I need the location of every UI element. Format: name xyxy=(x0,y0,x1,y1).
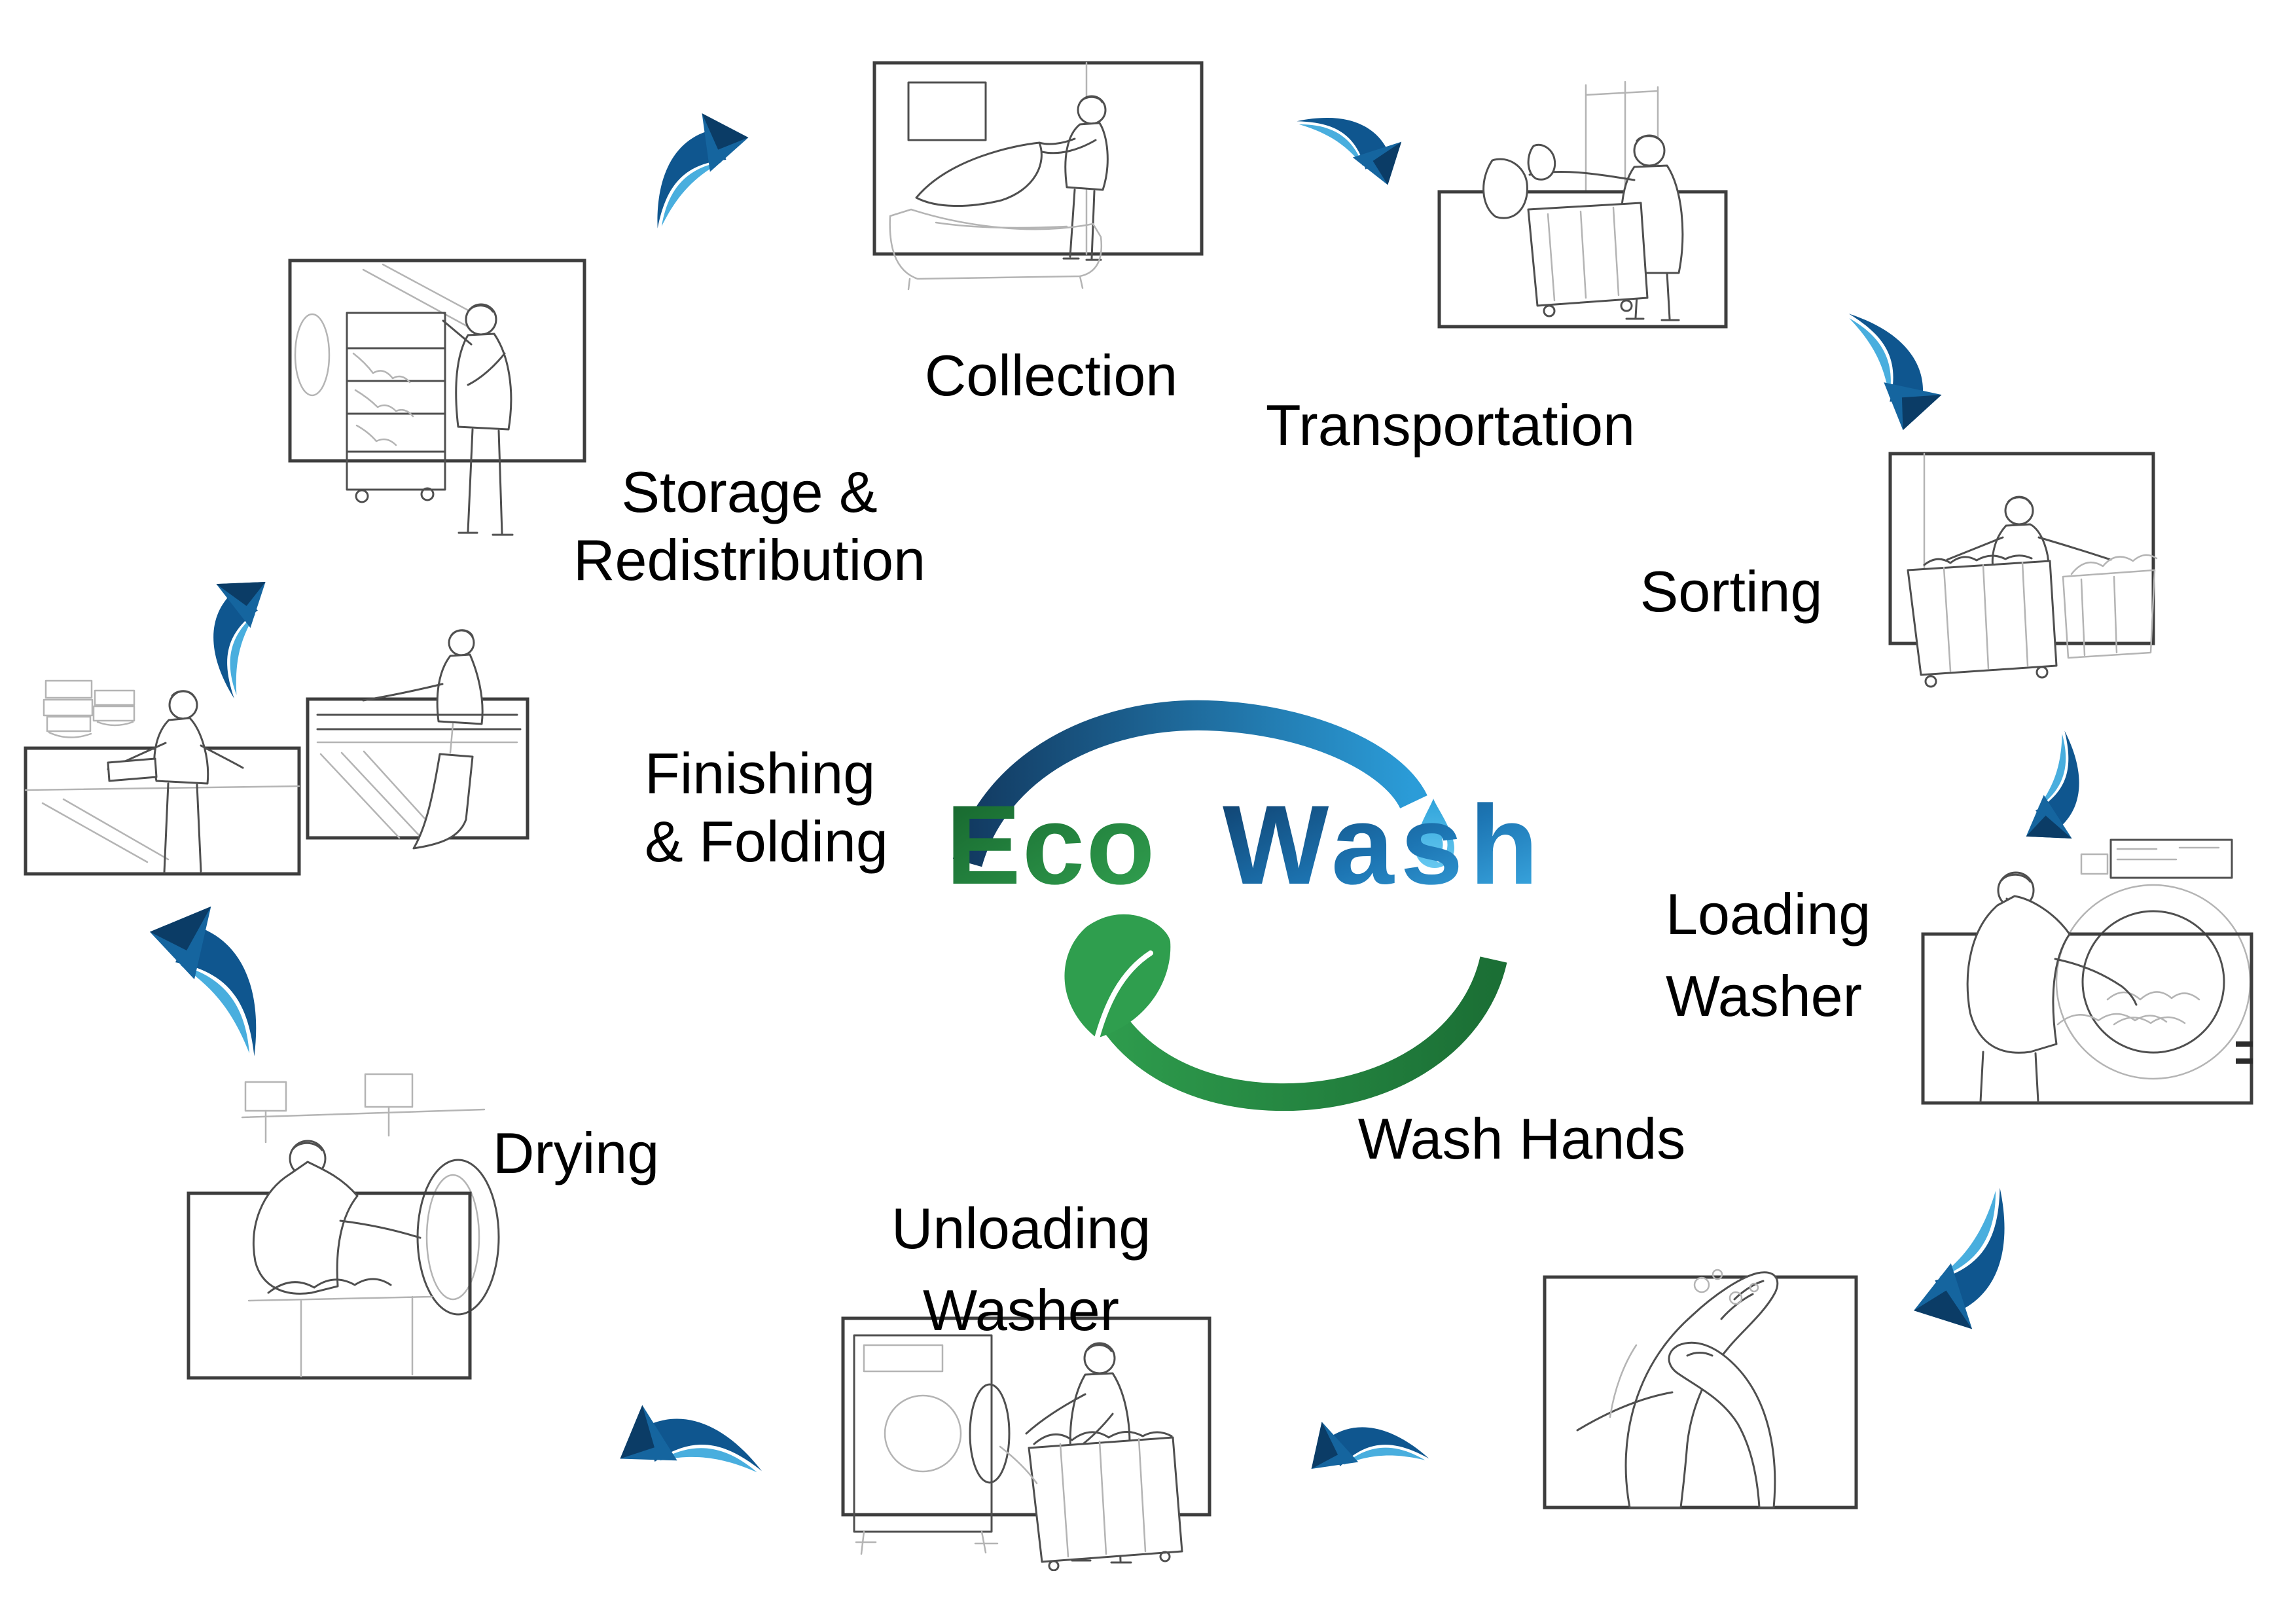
transportation-illustration xyxy=(1430,75,1734,334)
transportation-label-line: Transportation xyxy=(1265,393,1636,458)
drying-label: Drying xyxy=(458,1119,694,1187)
storage-redistribution-label: Storage & Redistribution xyxy=(566,458,933,594)
storage-redistribution-label-line1: Storage & xyxy=(621,460,878,524)
collection-label: Collection xyxy=(881,342,1221,410)
cycle-arrow-finishing-to-storage xyxy=(168,549,319,715)
drying-label-line: Drying xyxy=(492,1121,660,1185)
unloading-washer-illustration xyxy=(825,1309,1224,1571)
transportation-label: Transportation xyxy=(1261,391,1640,460)
water-drop-highlight xyxy=(1436,837,1448,863)
storage-redistribution-illustration xyxy=(285,255,599,576)
loading-washer-label: Loading Washer xyxy=(1666,874,1871,1038)
storage-redistribution-label-line2: Redistribution xyxy=(573,527,926,592)
sorting-label: Sorting xyxy=(1633,558,1829,626)
cycle-arrow-transportation-to-sorting xyxy=(1811,303,1962,446)
finishing-folding-label-line2: & Folding xyxy=(645,808,888,874)
finishing-folding-illustration-left xyxy=(16,664,308,880)
loading-washer-label-line2: Washer xyxy=(1666,963,1862,1028)
finishing-folding-illustration-right xyxy=(301,622,533,877)
unloading-washer-label: Unloading Washer xyxy=(857,1188,1185,1352)
cycle-arrow-icon xyxy=(657,113,749,228)
leaf-vein xyxy=(1094,950,1153,1041)
logo-text-wash: Wash xyxy=(1223,782,1545,908)
wash-hands-label: Wash Hands xyxy=(1355,1105,1689,1173)
sorting-illustration xyxy=(1885,448,2166,736)
logo-text-eco: Eco xyxy=(946,782,1156,908)
cycle-arrow-collection-to-transportation xyxy=(1289,77,1414,225)
collection-label-line: Collection xyxy=(924,343,1178,408)
cycle-arrow-sorting-to-loading-washer xyxy=(1986,723,2113,861)
cycle-arrow-drying-to-finishing xyxy=(134,898,275,1062)
cycle-arrow-storage-to-collection xyxy=(638,111,766,232)
wash-hands-illustration xyxy=(1538,1149,1865,1515)
logo-top-arc xyxy=(952,700,1427,867)
sorting-label-line: Sorting xyxy=(1640,559,1823,624)
cycle-arrow-wash-hands-to-unloading-washer xyxy=(1269,1360,1458,1554)
collection-illustration xyxy=(870,59,1208,308)
finishing-folding-label: Finishing & Folding xyxy=(645,740,888,876)
ecowash-logo: Eco Wash xyxy=(890,668,1662,1126)
loading-washer-label-line1: Loading xyxy=(1666,882,1871,947)
drying-illustration xyxy=(170,1070,530,1384)
unloading-washer-label-line1: Unloading xyxy=(891,1196,1151,1261)
cycle-arrow-loading-washer-to-wash-hands xyxy=(1886,1157,2035,1367)
unloading-washer-label-line2: Washer xyxy=(923,1277,1119,1343)
leaf-icon xyxy=(1064,914,1171,1038)
finishing-folding-label-line1: Finishing xyxy=(645,741,876,806)
loading-washer-illustration xyxy=(1918,828,2258,1106)
cycle-arrow-unloading-washer-to-drying xyxy=(561,1336,808,1574)
wash-hands-label-line: Wash Hands xyxy=(1357,1106,1686,1171)
